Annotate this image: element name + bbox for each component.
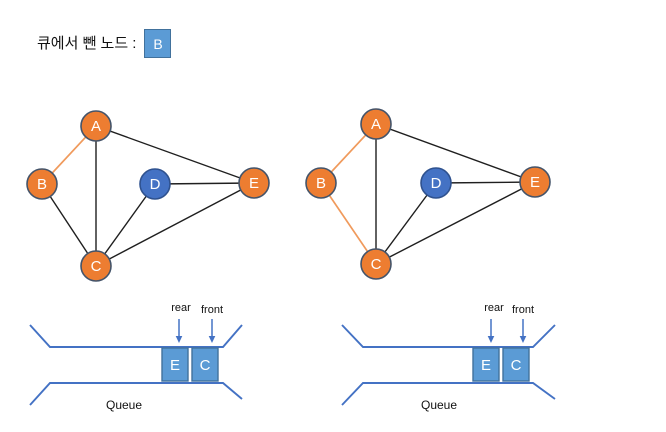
dequeued-node-box: B bbox=[144, 29, 172, 58]
node-label: B bbox=[37, 176, 47, 193]
queue-cell-label: E bbox=[170, 357, 180, 374]
header: 큐에서 뺀 노드 : B bbox=[37, 29, 172, 58]
queue-bottom-line bbox=[29, 382, 243, 406]
queue-top-line bbox=[29, 324, 243, 348]
node-b bbox=[26, 168, 58, 200]
dequeued-node-label: 큐에서 뺀 노드 : bbox=[37, 34, 137, 52]
node-c bbox=[80, 250, 112, 282]
node-c bbox=[360, 248, 392, 280]
edge-d-e bbox=[154, 182, 255, 185]
edge-b-c bbox=[320, 182, 377, 265]
edge-c-e bbox=[95, 182, 255, 267]
node-a bbox=[80, 110, 112, 142]
rear-label: rear bbox=[484, 302, 504, 314]
graph-left: A B D E C bbox=[26, 110, 270, 282]
graph-right: A B D E C bbox=[305, 108, 551, 280]
edge-d-e bbox=[435, 181, 536, 184]
queue-cell-label: C bbox=[511, 357, 522, 374]
node-label: C bbox=[371, 256, 382, 273]
front-label: front bbox=[201, 304, 223, 316]
rear-label: rear bbox=[171, 302, 191, 314]
queue-top-line bbox=[341, 324, 556, 348]
queue-cell-label: E bbox=[481, 357, 491, 374]
front-arrowhead-icon bbox=[519, 336, 527, 343]
edge-c-d bbox=[95, 183, 156, 267]
edge-b-c bbox=[41, 183, 97, 267]
node-label: E bbox=[530, 174, 540, 191]
queue-cell-c bbox=[191, 347, 219, 382]
queue-cell-e bbox=[161, 347, 189, 382]
node-label: C bbox=[91, 258, 102, 275]
node-b bbox=[305, 167, 337, 199]
edge-a-e bbox=[375, 123, 536, 183]
edge-c-e bbox=[375, 181, 536, 265]
node-label: A bbox=[91, 118, 101, 135]
node-d bbox=[420, 167, 452, 199]
rear-arrowhead-icon bbox=[175, 336, 183, 343]
queue-bottom-line bbox=[341, 382, 556, 406]
edge-c-d bbox=[375, 182, 437, 265]
dequeued-node-value: B bbox=[153, 35, 163, 52]
queue-cell-e bbox=[472, 347, 500, 382]
node-label: A bbox=[371, 116, 381, 133]
node-d bbox=[139, 168, 171, 200]
rear-arrowhead-icon bbox=[487, 336, 495, 343]
queue-caption: Queue bbox=[421, 398, 457, 412]
edge-a-e bbox=[95, 125, 255, 184]
node-label: D bbox=[431, 175, 442, 192]
queue-cell-c bbox=[502, 347, 530, 382]
node-label: D bbox=[150, 176, 161, 193]
node-a bbox=[360, 108, 392, 140]
node-e bbox=[238, 167, 270, 199]
front-arrowhead-icon bbox=[208, 336, 216, 343]
node-label: E bbox=[249, 175, 259, 192]
queue-caption: Queue bbox=[106, 398, 142, 412]
node-e bbox=[519, 166, 551, 198]
node-label: B bbox=[316, 175, 326, 192]
queue-cell-label: C bbox=[200, 357, 211, 374]
front-label: front bbox=[512, 304, 534, 316]
